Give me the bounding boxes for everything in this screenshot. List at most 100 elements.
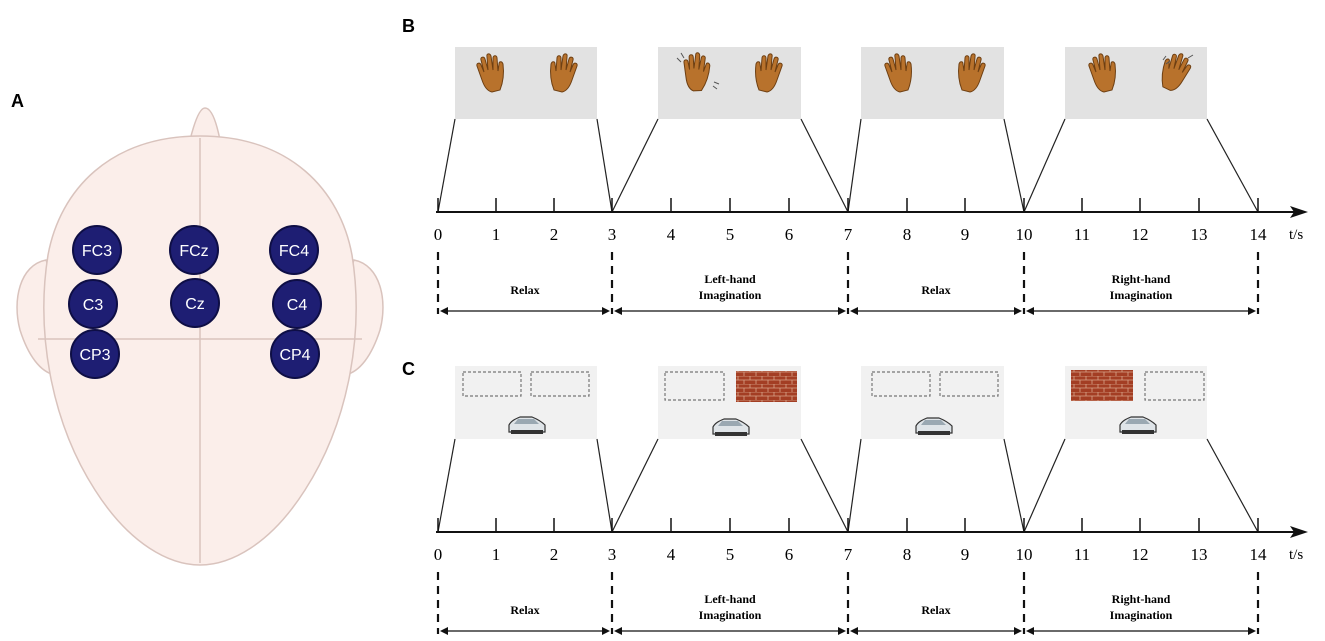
tick-label: 14 [1250,545,1268,564]
arrowhead [602,307,610,315]
tick-label: 11 [1074,225,1090,244]
tick-label: 10 [1016,225,1033,244]
arrowhead [440,627,448,635]
connector-line [596,438,613,533]
tick-label: 0 [434,225,443,244]
electrode-label: C4 [287,297,308,314]
tick-label: 12 [1132,545,1149,564]
electrode-c3: C3 [68,279,118,329]
empty-slot-icon [871,371,931,397]
arrowhead [1248,307,1256,315]
connector-line [1023,118,1066,213]
connector-line [1003,438,1025,533]
electrode-fc3: FC3 [72,225,122,275]
stimulus-frame [455,47,597,119]
tick-label: 10 [1016,545,1033,564]
phase-label: Relax [921,603,950,617]
arrowhead [850,627,858,635]
tick-label: 4 [667,545,676,564]
connector-line [847,438,862,533]
arrowhead [614,307,622,315]
arrowhead [1026,307,1034,315]
panel-a-letter: A [11,91,24,111]
tick-label: 9 [961,225,970,244]
phase-label: Imagination [699,608,762,622]
arrowhead [838,627,846,635]
tick-label: 1 [492,225,501,244]
arrowhead [838,307,846,315]
electrode-label: C3 [83,297,104,314]
connector-line [437,438,456,533]
tick-label: 7 [844,225,853,244]
nose [189,107,221,141]
connector-line [800,438,849,533]
tick-label: 8 [903,225,912,244]
arrowhead [440,307,448,315]
phase-label: Right-hand [1112,272,1171,286]
electrode-label: CP3 [79,347,110,364]
stimulus-row-b [455,47,1207,119]
car-icon [712,418,750,436]
electrode-label: CP4 [279,347,310,364]
phase-label: Relax [510,603,539,617]
connector-line [611,118,659,213]
connector-line [611,438,659,533]
panel-c-letter: C [402,359,415,379]
phase-label: Imagination [1110,288,1173,302]
tick-label: 4 [667,225,676,244]
connector-line [596,118,613,213]
phase-label: Imagination [699,288,762,302]
empty-slot-icon [1144,371,1205,401]
tick-label: 12 [1132,225,1149,244]
tick-label: 9 [961,545,970,564]
head-diagram [16,107,384,566]
tick-label: 13 [1191,225,1208,244]
axis-arrowhead [1290,526,1308,538]
connector-line [1206,118,1259,213]
arrowhead [1014,307,1022,315]
axis-unit-label: t/s [1289,547,1303,563]
electrode-fc4: FC4 [269,225,319,275]
axis-arrowhead [1290,206,1308,218]
tick-label: 11 [1074,545,1090,564]
electrode-label: FC4 [279,243,309,260]
electrode-map: FC3 FCz FC4 C3 Cz C4 CP3 CP4 [68,225,322,379]
tick-label: 8 [903,545,912,564]
connector-line [847,118,862,213]
connector-line [1206,438,1259,533]
tick-label: 6 [785,225,794,244]
tick-label: 2 [550,225,559,244]
electrode-cz: Cz [170,278,220,328]
tick-label: 0 [434,545,443,564]
arrowhead [1014,627,1022,635]
electrode-c4: C4 [272,279,322,329]
stimulus-frame [861,47,1004,119]
connector-line [437,118,456,213]
connector-line [1023,438,1066,533]
phase-label: Left-hand [704,592,756,606]
tick-label: 2 [550,545,559,564]
tick-label: 5 [726,545,735,564]
stimulus-frame [658,47,801,119]
tick-label: 14 [1250,225,1268,244]
phase-label: Right-hand [1112,592,1171,606]
scene-frame [658,366,801,439]
tick-label: 13 [1191,545,1208,564]
electrode-cp3: CP3 [70,329,120,379]
tick-label: 7 [844,545,853,564]
empty-slot-icon [939,371,999,397]
arrowhead [1026,627,1034,635]
arrowhead [1248,627,1256,635]
tick-label: 6 [785,545,794,564]
electrode-label: FC3 [82,243,112,260]
tick-label: 5 [726,225,735,244]
brick-wall-icon [1071,370,1133,401]
car-icon [915,417,953,435]
connector-line [800,118,849,213]
empty-slot-icon [462,371,522,397]
phase-label: Left-hand [704,272,756,286]
panel-b-letter: B [402,16,415,36]
connector-line [1003,118,1025,213]
tick-label: 1 [492,545,501,564]
